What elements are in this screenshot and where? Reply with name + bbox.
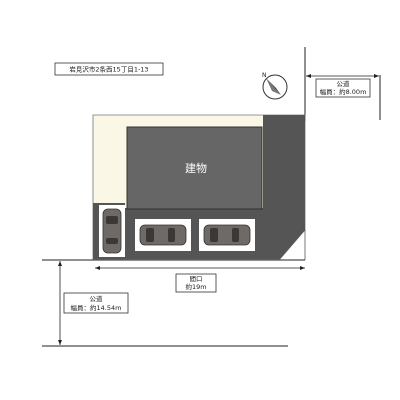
address-box	[54, 62, 164, 76]
east-road-title: 公道	[337, 79, 351, 88]
car-icon	[102, 208, 122, 254]
car-icon	[203, 224, 251, 246]
north-arrow-icon: N	[262, 72, 288, 100]
frontage-label-box	[175, 273, 217, 293]
address-text: 岩見沢市2条西15丁目1-13	[69, 65, 148, 74]
building	[126, 126, 263, 210]
east-road-width: 幅員：約8.00m	[320, 87, 367, 96]
arrow-head-left	[95, 266, 100, 270]
arrow-head-right	[300, 266, 305, 270]
east-road-label-box	[315, 78, 371, 98]
frontage-title: 間口	[190, 275, 203, 283]
north-label: N	[262, 72, 267, 79]
arrow-head-down	[58, 340, 62, 345]
south-road-label-box	[63, 292, 129, 314]
arrow-head-up	[58, 261, 62, 266]
south-road-width: 幅員：約14.54m	[71, 303, 122, 312]
arrow-head-left	[306, 74, 311, 78]
arrow-head-right	[374, 74, 379, 78]
car-icon	[139, 224, 187, 246]
south-road-title: 公道	[90, 294, 104, 303]
building-label: 建物	[185, 161, 207, 175]
frontage-value: 約19m	[185, 282, 206, 291]
